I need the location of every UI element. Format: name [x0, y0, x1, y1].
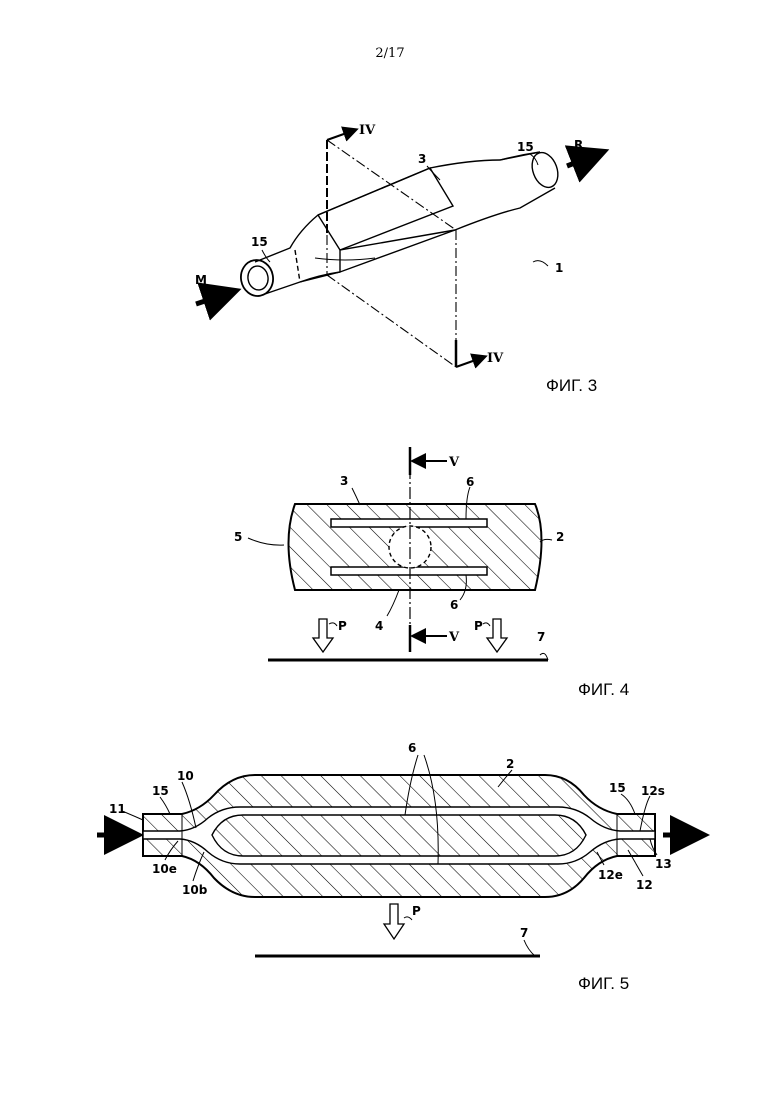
- flat-tube: [238, 149, 562, 299]
- label-inlet-bend-10b: 10b: [182, 883, 208, 897]
- caption-fig-5: ФИГ. 5: [578, 974, 629, 993]
- label-plate-7-fig5: 7: [520, 926, 528, 940]
- label-end-15-right-fig5: 15: [609, 781, 626, 795]
- caption-fig-3: ФИГ. 3: [546, 376, 597, 395]
- label-bottom-4: 4: [375, 619, 383, 633]
- figure-5: 6 2 11 15 10 10e 10b 15 12s 13 12 12e P …: [97, 741, 700, 993]
- label-right-2: 2: [556, 530, 564, 544]
- label-branch-10: 10: [177, 769, 194, 783]
- label-tube-3: 3: [418, 152, 426, 166]
- label-pressure-p-right: P: [474, 619, 483, 633]
- figure-3: IV IV 3 15 15 1 M R: [195, 123, 600, 395]
- label-channels-6: 6: [408, 741, 416, 755]
- channel-top: [331, 519, 487, 527]
- label-left-5: 5: [234, 530, 242, 544]
- label-end-15-left: 15: [251, 235, 268, 249]
- label-outlet-edge-12e: 12e: [598, 868, 623, 882]
- label-outlet-12s: 12s: [641, 784, 665, 798]
- label-inlet-edge-10e: 10e: [152, 862, 177, 876]
- section-label-v-bottom: V: [448, 630, 460, 645]
- label-end-15-left-fig5: 15: [152, 784, 169, 798]
- label-top-3: 3: [340, 474, 348, 488]
- label-pressure-p-left: P: [338, 619, 347, 633]
- label-outlet-branch-12: 12: [636, 878, 653, 892]
- inlet-flow-arrow: [196, 292, 232, 304]
- section-label-iv-bottom: IV: [487, 351, 504, 366]
- outlet-flow-arrow: [567, 153, 600, 166]
- pressure-arrow-fig5: [384, 904, 404, 939]
- label-outlet-13: 13: [655, 857, 672, 871]
- label-channel-6-bottom: 6: [450, 598, 458, 612]
- inner-core: [212, 815, 586, 856]
- label-end-15-right: 15: [517, 140, 534, 154]
- pressure-arrow-right: [487, 619, 507, 652]
- label-channel-6-top: 6: [466, 475, 474, 489]
- channel-bottom: [331, 567, 487, 575]
- label-device-1: 1: [555, 261, 563, 275]
- caption-fig-4: ФИГ. 4: [578, 680, 629, 699]
- section-label-iv-top: IV: [359, 123, 376, 138]
- section-label-v-top: V: [448, 455, 460, 470]
- label-pressure-p-fig5: P: [412, 904, 421, 918]
- figure-4: V V 3 6 5 2 6 4 P P 7 ФИГ. 4: [234, 447, 629, 699]
- label-inlet-11: 11: [109, 802, 126, 816]
- label-flow-m: M: [195, 273, 207, 287]
- label-flow-r: R: [574, 138, 583, 152]
- label-plate-7: 7: [537, 630, 545, 644]
- fig3-leaders: [262, 154, 548, 266]
- label-body-2: 2: [506, 757, 514, 771]
